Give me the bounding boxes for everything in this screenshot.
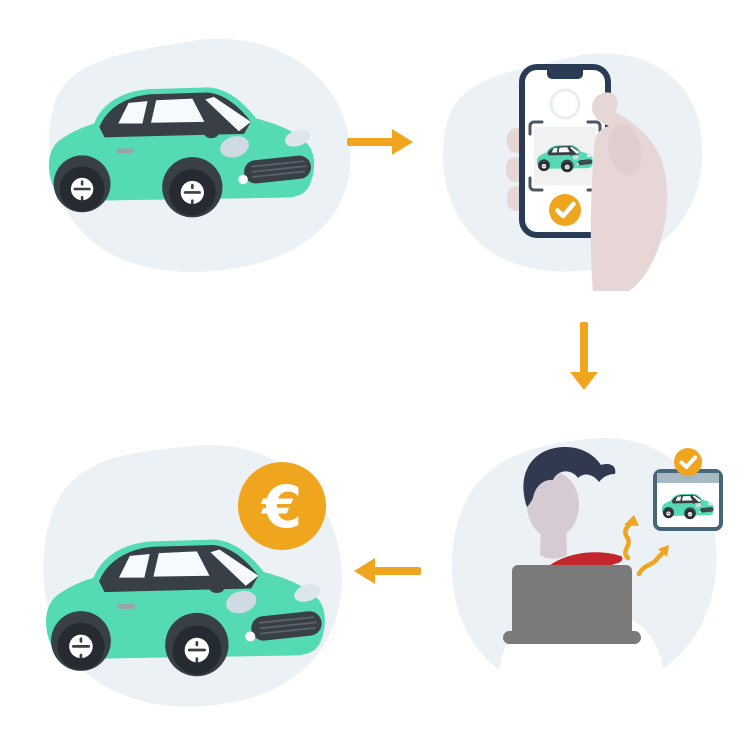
laptop-icon <box>503 565 641 644</box>
hand-icon <box>590 92 668 291</box>
step-car <box>30 15 360 275</box>
smartphone-icon <box>519 64 611 238</box>
step-photo-capture <box>425 28 715 293</box>
camera-lens-ring <box>549 88 581 120</box>
step-payment: € <box>25 430 355 720</box>
arrow-right-icon <box>345 128 415 156</box>
hand-shade <box>608 124 642 176</box>
browser-window-icon <box>653 448 723 531</box>
euro-symbol: € <box>260 473 302 541</box>
arrow-down-icon <box>568 322 600 392</box>
person-hair <box>523 447 616 507</box>
person-face <box>527 472 579 538</box>
check-badge-icon <box>674 448 702 476</box>
arrow-left-icon <box>353 558 423 584</box>
phone-notch <box>547 70 583 79</box>
browser-window-header <box>657 473 719 483</box>
euro-badge-icon: € <box>238 462 326 550</box>
check-badge-icon <box>549 194 581 226</box>
squiggle-arrow-icons <box>623 515 669 577</box>
step-online-review <box>435 425 735 705</box>
